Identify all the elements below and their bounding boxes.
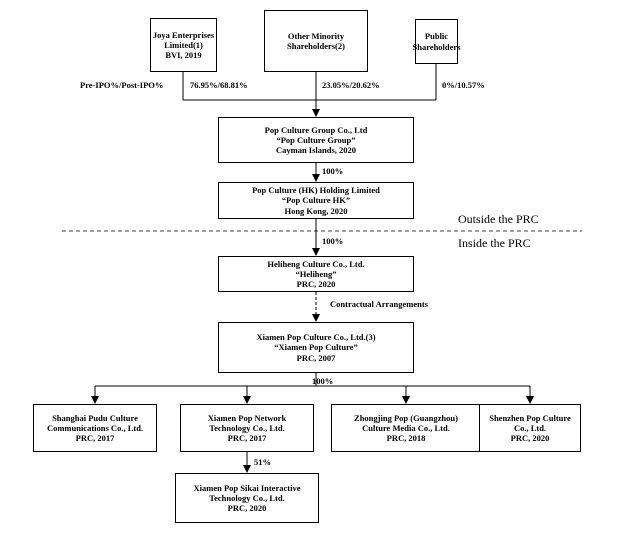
group-to-hk-percentage: 100%	[322, 166, 344, 176]
public-shareholders-box: Public Shareholders	[412, 19, 461, 64]
contractual-arrangements-label: Contractual Arrangements	[330, 299, 428, 309]
joya-line-3: BVI, 2019	[165, 50, 202, 61]
zhongjing-line-3: PRC, 2018	[386, 433, 426, 444]
group-line-2: “Pop Culture Group”	[276, 134, 356, 145]
hk-line-1: Pop Culture (HK) Holding Limited	[252, 185, 380, 196]
outside-prc-label: Outside the PRC	[458, 212, 539, 226]
other-minority-box: Other Minority Shareholders(2)	[264, 10, 368, 72]
joya-line-1: Joya Enterprises	[152, 29, 215, 40]
pre-post-ipo-label: Pre-IPO%/Post-IPO%	[80, 80, 164, 90]
minority-percentage: 23.05%/20.62%	[322, 80, 380, 90]
heliheng-line-3: PRC, 2020	[296, 279, 336, 290]
heliheng-box: Heliheng Culture Co., Ltd. “Heliheng” PR…	[218, 256, 414, 292]
xiamen-pop-network-box: Xiamen Pop Network Technology Co., Ltd. …	[180, 404, 314, 452]
inside-prc-label: Inside the PRC	[458, 236, 531, 250]
xiamen-line-1: Xiamen Pop Culture Co., Ltd.(3)	[256, 332, 376, 343]
shenzhen-line-3: PRC, 2020	[510, 433, 550, 444]
shanghai-pudu-box: Shanghai Pudu Culture Communications Co.…	[33, 404, 157, 452]
public-percentage: 0%/10.57%	[442, 80, 485, 90]
heliheng-line-1: Heliheng Culture Co., Ltd.	[267, 258, 365, 269]
zhongjing-line-2: Culture Media Co., Ltd.	[362, 422, 450, 433]
hk-line-2: “Pop Culture HK”	[281, 195, 351, 206]
sikai-line-1: Xiamen Pop Sikai Interactive	[193, 482, 301, 493]
minority-line-2: Shareholders(2)	[287, 41, 345, 51]
shenzhen-line-2: Co., Ltd.	[513, 422, 547, 433]
public-line-2: Shareholders	[412, 41, 461, 52]
sikai-percentage: 51%	[254, 457, 271, 467]
subsidiaries-percentage: 100%	[312, 376, 334, 386]
hk-line-3: Hong Kong, 2020	[284, 205, 348, 216]
joya-percentage: 76.95%/68.81%	[190, 80, 248, 90]
joya-enterprises-box: Joya Enterprises Limited(1) BVI, 2019	[150, 18, 217, 72]
shenzhen-line-1: Shenzhen Pop Culture	[489, 412, 571, 423]
xiamen-pop-sikai-box: Xiamen Pop Sikai Interactive Technology …	[175, 473, 319, 523]
zhongjing-line-1: Zhongjing Pop (Guangzhou)	[354, 412, 458, 423]
xiamen-line-3: PRC, 2007	[296, 352, 336, 363]
joya-line-2: Limited(1)	[164, 39, 203, 50]
shanghai-line-2: Communications Co., Ltd.	[46, 422, 144, 433]
pop-culture-group-box: Pop Culture Group Co., Ltd “Pop Culture …	[218, 117, 414, 163]
group-line-3: Cayman Islands, 2020	[275, 145, 357, 156]
zhongjing-pop-box: Zhongjing Pop (Guangzhou) Culture Media …	[331, 404, 481, 452]
sikai-line-2: Technology Co., Ltd.	[209, 492, 285, 503]
shenzhen-pop-box: Shenzhen Pop Culture Co., Ltd. PRC, 2020	[479, 404, 581, 452]
public-line-1: Public	[424, 31, 449, 42]
heliheng-line-2: “Heliheng”	[295, 268, 337, 279]
network-line-3: PRC, 2017	[227, 433, 267, 444]
sikai-line-3: PRC, 2020	[227, 503, 267, 514]
network-line-1: Xiamen Pop Network	[207, 412, 287, 423]
group-line-1: Pop Culture Group Co., Ltd	[264, 124, 368, 135]
shanghai-line-1: Shanghai Pudu Culture	[52, 412, 138, 423]
xiamen-pop-culture-box: Xiamen Pop Culture Co., Ltd.(3) “Xiamen …	[218, 322, 414, 373]
xiamen-line-2: “Xiamen Pop Culture”	[274, 342, 358, 353]
hk-to-heliheng-percentage: 100%	[322, 236, 344, 246]
shanghai-line-3: PRC, 2017	[75, 433, 115, 444]
pop-culture-hk-box: Pop Culture (HK) Holding Limited “Pop Cu…	[218, 182, 414, 219]
network-line-2: Technology Co., Ltd.	[209, 422, 285, 433]
minority-line-1: Other Minority	[287, 30, 345, 41]
